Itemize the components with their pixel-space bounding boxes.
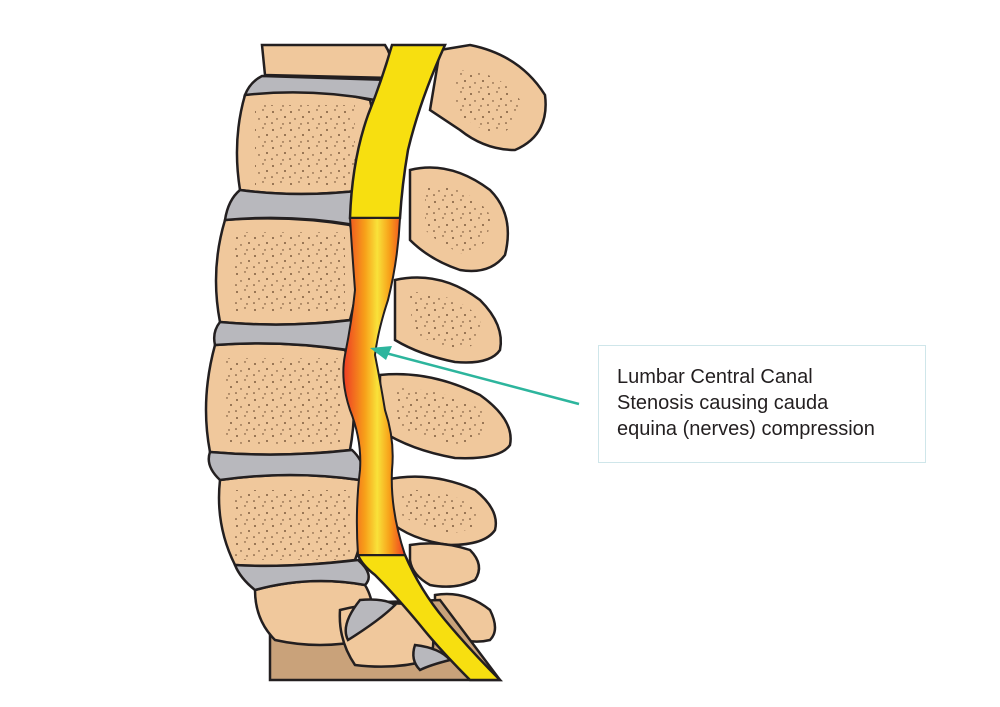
callout-line-2: Stenosis causing cauda [617,392,829,414]
teal-pointer-arrow [370,346,580,406]
vertebral-bodies [204,43,435,668]
disc-l5-s1 [233,558,370,592]
callout-line-1: Lumbar Central Canal [617,366,813,388]
disc-l4-l5 [207,448,364,482]
callout-box: Lumbar Central Canal Stenosis causing ca… [598,345,926,463]
vertebra-l1 [260,43,393,80]
sacral-process-1 [408,542,481,588]
spinous-processes [378,43,547,643]
callout-line-3: equina (nerves) compression [617,418,875,440]
stenosis-region [342,217,407,556]
spinal-canal-lower [356,553,504,682]
disc-s1-s2 [344,598,397,642]
disc-s2-s3 [412,643,453,672]
